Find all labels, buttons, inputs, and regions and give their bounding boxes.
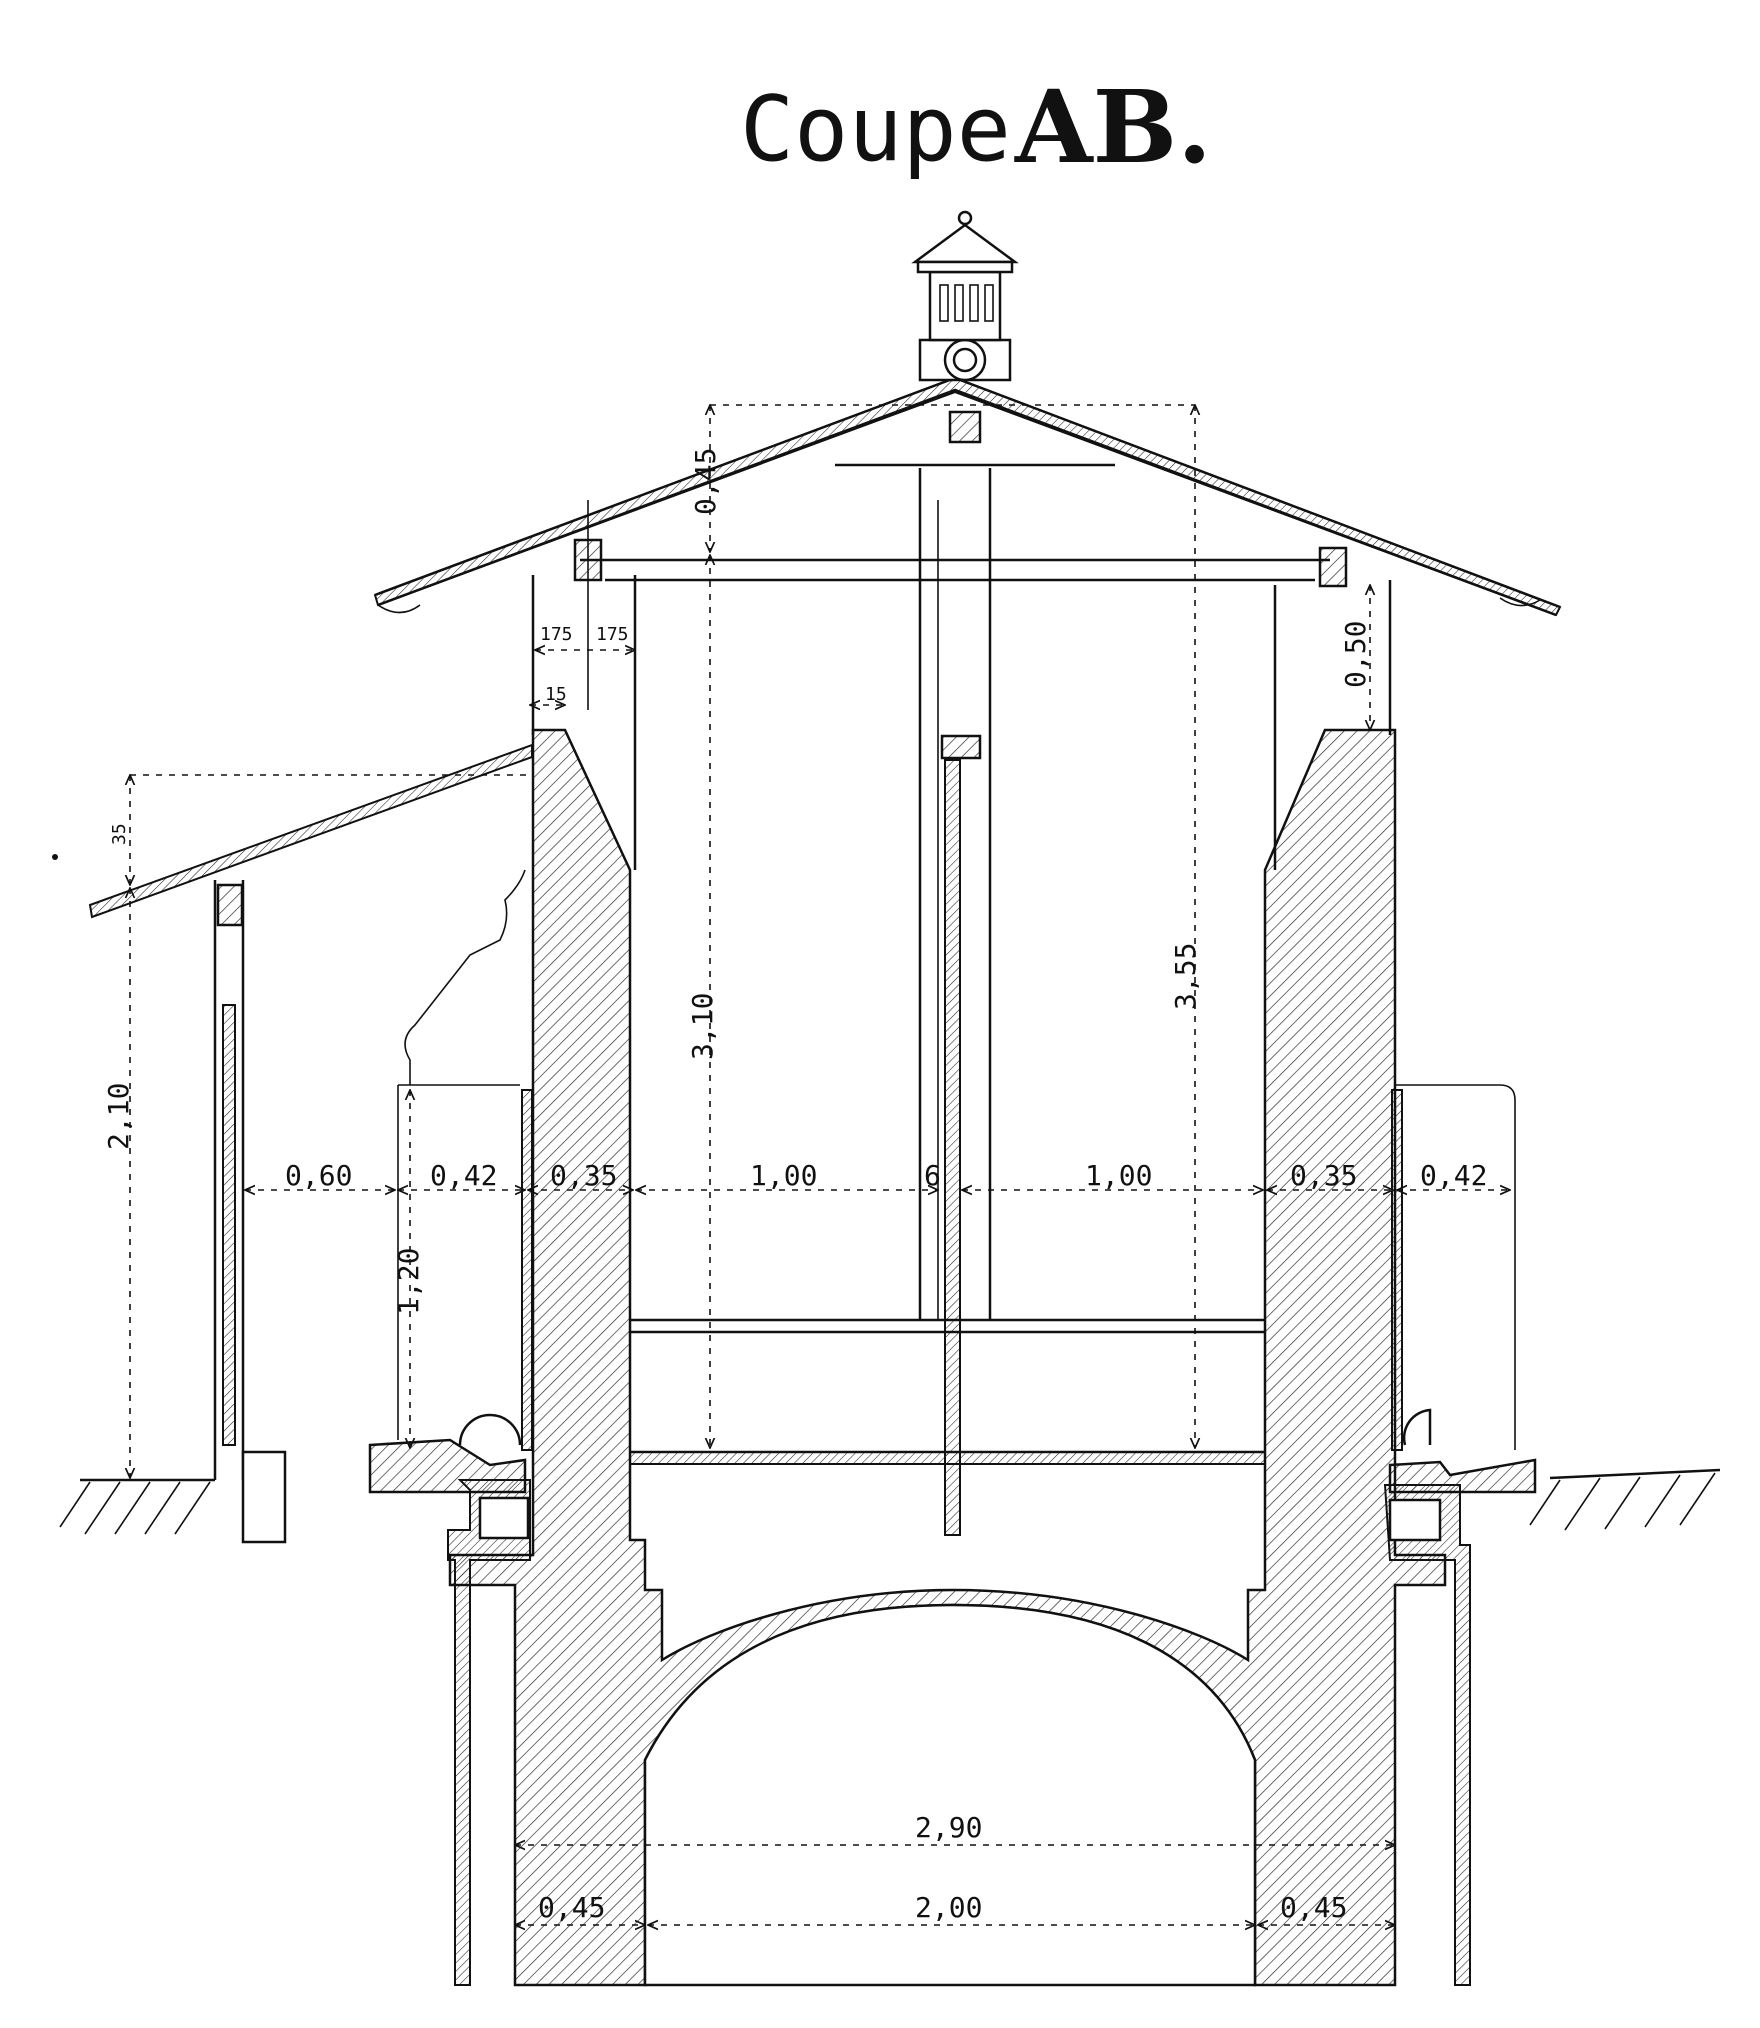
lean-to <box>88 743 533 1544</box>
title: Coupe AB. <box>740 68 1212 186</box>
title-word: Coupe <box>740 77 1011 182</box>
dim-interior-height-left: 3,10 <box>686 993 719 1060</box>
dim-lean-to-roof: 35 <box>109 823 130 845</box>
floor <box>629 1318 1266 1465</box>
dim-width-100-left: 1,00 <box>750 1159 817 1192</box>
dim-width-060: 0,60 <box>285 1159 352 1192</box>
title-letters: AB. <box>1014 68 1212 186</box>
dim-lean-to-height: 2,10 <box>102 1083 135 1150</box>
dim-width-035-left: 0,35 <box>550 1159 617 1192</box>
right-annex <box>1388 1084 1537 1542</box>
masonry-walls <box>448 728 1447 1987</box>
dim-width-100-right: 1,00 <box>1085 1159 1152 1192</box>
partition-cap <box>940 734 982 760</box>
dim-interior-height-right: 3,55 <box>1169 943 1202 1010</box>
dim-eave-drop: 0,50 <box>1339 621 1372 688</box>
dim-beam-offset: 15 <box>545 684 567 705</box>
dim-beam-width-right: 175 <box>596 624 629 645</box>
stray-dot <box>52 854 58 860</box>
dim-vault-inner: 2,00 <box>915 1891 982 1924</box>
dim-pier-right: 0,45 <box>1280 1891 1347 1924</box>
central-partition <box>944 759 961 1536</box>
roof-lantern <box>911 210 1019 382</box>
dim-width-035-right: 0,35 <box>1290 1159 1357 1192</box>
dim-width-042-left: 0,42 <box>430 1159 497 1192</box>
dim-width-042-right: 0,42 <box>1420 1159 1487 1192</box>
dim-vault-outer: 2,90 <box>915 1811 982 1844</box>
dimension-labels: 0,45 175 175 15 0,50 35 2,10 3,10 3,55 1… <box>102 448 1487 1924</box>
dimension-lines <box>130 405 1510 1925</box>
dim-beam-width-left: 175 <box>540 624 573 645</box>
ground-line <box>59 1468 1721 1535</box>
dim-bench-height: 1,20 <box>392 1248 425 1315</box>
dim-ridge-height: 0,45 <box>689 448 722 515</box>
dim-pier-left: 0,45 <box>538 1891 605 1924</box>
tower-walls <box>531 463 1392 1320</box>
dim-width-6: 6 <box>924 1159 941 1192</box>
